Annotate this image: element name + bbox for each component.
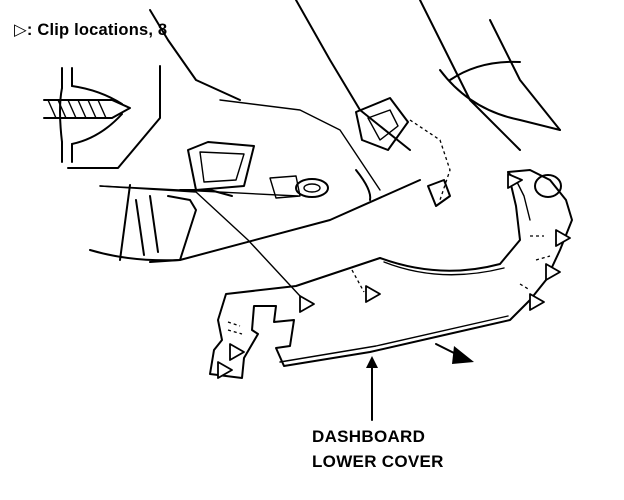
removal-direction-arrow (435, 343, 474, 364)
callout-arrow (366, 356, 378, 421)
callout-line-1: DASHBOARD (312, 427, 426, 446)
clip-3 (507, 173, 523, 189)
clip-7 (229, 343, 245, 361)
clip-1 (299, 295, 315, 313)
clip-2 (365, 285, 381, 303)
clip-4 (555, 229, 571, 247)
clip-detail-inset (43, 65, 161, 169)
clip-legend-text: : Clip locations, 8 (26, 21, 168, 39)
leader-line-1 (99, 185, 301, 297)
leader-line-2 (351, 269, 365, 293)
clip-8 (217, 361, 233, 379)
dashboard-structure (89, 0, 561, 263)
clip-marker-icon: ▷ (14, 21, 27, 39)
clip-6 (529, 293, 545, 311)
clip-5 (545, 263, 561, 281)
dashboard-lower-cover (209, 169, 573, 379)
clip-markers (217, 173, 571, 379)
callout-line-2: LOWER COVER (312, 452, 444, 471)
clip-legend: ▷: Clip locations, 8 (14, 20, 167, 40)
dashboard-lower-cover-label: DASHBOARD LOWER COVER (312, 424, 444, 474)
